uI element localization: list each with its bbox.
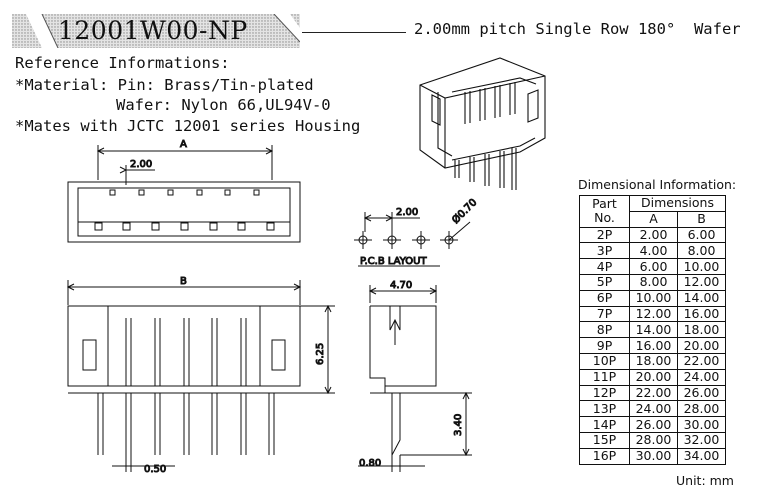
dim-b-cell: 22.00 — [677, 352, 726, 370]
dim-b-cell: 32.00 — [677, 431, 726, 449]
wafer-material-line: Wafer: Nylon 66,UL94V-0 — [116, 96, 331, 114]
hole-diameter-label: Ø0.70 — [450, 196, 480, 226]
dim-a-cell: 8.00 — [629, 273, 678, 291]
part-description: 2.00mm pitch Single Row 180° Wafer — [414, 20, 741, 38]
dim-b-cell: 24.00 — [677, 368, 726, 386]
part-number-title: 12001W00-NP — [58, 16, 248, 45]
reference-heading: Reference Informations: — [15, 54, 230, 72]
side-view — [358, 285, 472, 472]
dimensions-header: Dimensions — [629, 195, 726, 212]
part-cell: 15P — [579, 431, 630, 449]
pin-width-label: 0.50 — [144, 464, 166, 475]
dim-a-cell: 20.00 — [629, 368, 678, 386]
part-cell: 10P — [579, 352, 630, 370]
material-line: *Material: Pin: Brass/Tin-plated — [15, 76, 314, 94]
part-cell: 13P — [579, 400, 630, 418]
dim-a-cell: 28.00 — [629, 431, 678, 449]
mates-with-line: *Mates with JCTC 12001 series Housing — [15, 117, 361, 135]
part-cell: 2P — [579, 226, 630, 244]
title-banner — [12, 14, 300, 48]
part-cell: 11P — [579, 368, 630, 386]
part-cell: 14P — [579, 416, 630, 433]
width-label: 4.70 — [390, 280, 412, 291]
dim-a-cell: 2.00 — [629, 226, 678, 244]
tail-length-label: 3.40 — [453, 414, 464, 436]
dim-b-cell: 14.00 — [677, 289, 726, 307]
dim-b-cell: 10.00 — [677, 258, 726, 275]
dim-b-cell: 20.00 — [677, 337, 726, 354]
dim-a-cell: 26.00 — [629, 416, 678, 433]
dim-b-cell: 34.00 — [677, 447, 726, 465]
col-a-header: A — [629, 210, 678, 228]
dim-a-cell: 30.00 — [629, 447, 678, 465]
pin-thickness-label: 0.80 — [359, 458, 381, 469]
dim-a-cell: 18.00 — [629, 352, 678, 370]
pcb-layout-label: P.C.B LAYOUT — [360, 256, 427, 267]
col-b-header: B — [677, 210, 726, 228]
part-cell: 8P — [579, 321, 630, 339]
table-header-row: Part No. Dimensions — [579, 195, 726, 228]
height-label: 6.25 — [315, 343, 326, 365]
dim-a-cell: 4.00 — [629, 242, 678, 260]
dim-a-cell: 22.00 — [629, 384, 678, 402]
dim-b-cell: 6.00 — [677, 226, 726, 244]
dim-a-cell: 6.00 — [629, 258, 678, 275]
dim-b-label: B — [180, 276, 187, 287]
title-leader-line — [302, 32, 406, 33]
top-view-pins — [94, 189, 275, 231]
pitch-label: 2.00 — [130, 159, 152, 170]
top-view — [67, 145, 301, 243]
dim-b-cell: 16.00 — [677, 305, 726, 323]
dim-a-cell: 16.00 — [629, 337, 678, 354]
dim-a-label: A — [180, 139, 187, 150]
dim-b-cell: 30.00 — [677, 416, 726, 433]
part-cell: 16P — [579, 447, 630, 465]
part-cell: 6P — [579, 289, 630, 307]
dim-b-cell: 26.00 — [677, 384, 726, 402]
pcb-pitch-label: 2.00 — [396, 207, 418, 218]
part-cell: 9P — [579, 337, 630, 354]
dim-b-cell: 28.00 — [677, 400, 726, 418]
part-no-header: Part No. — [579, 195, 630, 228]
part-cell: 5P — [579, 273, 630, 291]
part-cell: 7P — [579, 305, 630, 323]
pcb-layout — [354, 212, 471, 267]
dim-a-cell: 10.00 — [629, 289, 678, 307]
isometric-view — [419, 57, 546, 190]
part-cell: 12P — [579, 384, 630, 402]
dimensional-heading: Dimensional Information: — [578, 177, 737, 192]
dim-b-cell: 8.00 — [677, 242, 726, 260]
dim-a-cell: 12.00 — [629, 305, 678, 323]
dim-a-cell: 24.00 — [629, 400, 678, 418]
part-cell: 4P — [579, 258, 630, 275]
dim-b-cell: 18.00 — [677, 321, 726, 339]
unit-note: Unit: mm — [676, 473, 734, 488]
dim-b-cell: 12.00 — [677, 273, 726, 291]
dim-a-cell: 14.00 — [629, 321, 678, 339]
part-cell: 3P — [579, 242, 630, 260]
front-view — [66, 280, 335, 472]
